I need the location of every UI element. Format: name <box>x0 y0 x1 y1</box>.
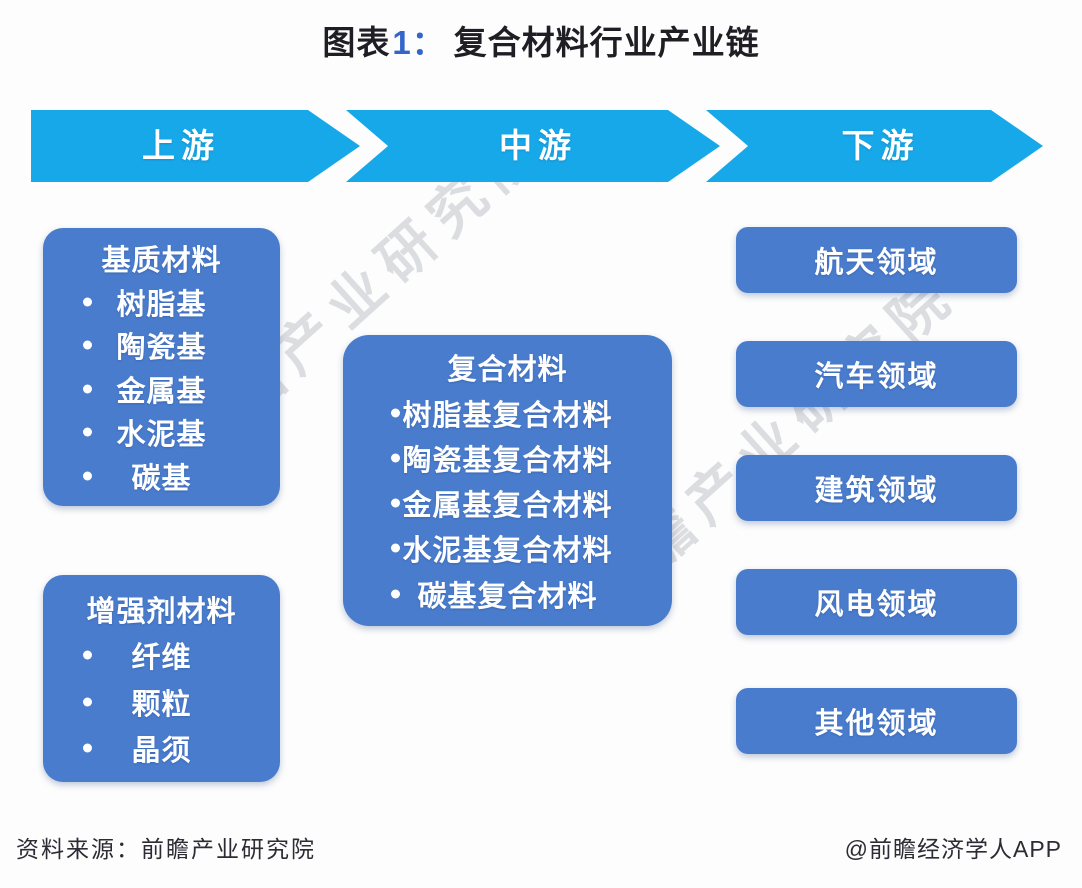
bullet-icon <box>83 471 92 481</box>
bullet-icon <box>83 697 92 707</box>
list-item-label: 纤维 <box>131 642 192 675</box>
list-item-label: 碳基复合材料 <box>417 580 598 613</box>
list-item: 颗粒 <box>43 681 280 723</box>
list-item-label: 金属基复合材料 <box>402 490 613 523</box>
downstream-box-other: 其他领域 <box>736 688 1017 754</box>
stage-label-midstream: 中游 <box>499 127 577 164</box>
reinforcement-materials-box: 增强剂材料 纤维 颗粒 晶须 <box>43 575 280 782</box>
list-item: 碳基 <box>43 455 280 497</box>
list-item: 纤维 <box>43 634 280 676</box>
composite-materials-box: 复合材料 树脂基复合材料 陶瓷基复合材料 金属基复合材料 水泥基复合材料 碳基复… <box>343 335 672 626</box>
stage-arrows <box>31 110 1043 182</box>
arrow-shape-downstream <box>706 110 1043 182</box>
list-item: 水泥基复合材料 <box>343 527 672 569</box>
title-text: 复合材料行业产业链 <box>453 24 760 61</box>
downstream-box-label: 风电领域 <box>814 589 939 621</box>
bullet-icon <box>391 453 400 463</box>
list-item-label: 陶瓷基 <box>116 332 207 365</box>
stage-label-upstream: 上游 <box>142 127 220 164</box>
bullet-icon <box>83 650 92 660</box>
data-source-text: 资料来源：前瞻产业研究院 <box>16 836 316 862</box>
arrow-shape-upstream <box>31 110 360 182</box>
list-item-label: 水泥基复合材料 <box>402 535 613 568</box>
downstream-box-aerospace: 航天领域 <box>736 227 1017 293</box>
stage-label-downstream: 下游 <box>841 127 920 164</box>
bullet-icon <box>83 297 92 307</box>
list-item-label: 颗粒 <box>131 688 192 721</box>
downstream-box-automotive: 汽车领域 <box>736 341 1017 407</box>
list-item: 金属基复合材料 <box>343 482 672 524</box>
list-item-label: 金属基 <box>116 375 207 408</box>
bullet-icon <box>83 743 92 753</box>
list-item-label: 碳基 <box>131 462 192 495</box>
list-item: 树脂基复合材料 <box>343 392 672 434</box>
page-title: 图表1：复合材料行业产业链 <box>0 16 1082 64</box>
box-header: 复合材料 <box>447 354 568 387</box>
downstream-box-label: 其他领域 <box>814 708 939 740</box>
title-number: 1： <box>392 24 446 61</box>
bullet-icon <box>83 384 92 394</box>
downstream-box-windpower: 风电领域 <box>736 569 1017 635</box>
bullet-icon <box>391 589 400 599</box>
bullet-icon <box>391 543 400 553</box>
list-item: 晶须 <box>43 727 280 769</box>
box-header: 增强剂材料 <box>86 595 237 628</box>
list-item-label: 晶须 <box>131 735 192 768</box>
list-item: 陶瓷基复合材料 <box>343 437 672 479</box>
list-item-label: 树脂基 <box>116 288 207 321</box>
bullet-icon <box>391 408 400 418</box>
list-item: 树脂基 <box>43 281 280 323</box>
downstream-box-construction: 建筑领域 <box>736 455 1017 521</box>
downstream-box-label: 航天领域 <box>814 247 939 279</box>
list-item-label: 水泥基 <box>116 419 207 452</box>
matrix-materials-box: 基质材料 树脂基 陶瓷基 金属基 水泥基 碳基 <box>43 228 280 506</box>
downstream-box-label: 汽车领域 <box>814 361 939 393</box>
bullet-icon <box>391 498 400 508</box>
title-prefix: 图表 <box>322 24 391 61</box>
list-item: 陶瓷基 <box>43 324 280 366</box>
list-item: 碳基复合材料 <box>343 573 672 615</box>
bullet-icon <box>83 340 92 350</box>
list-item-label: 树脂基复合材料 <box>402 399 613 432</box>
app-credit-text: @前瞻经济学人APP <box>844 836 1062 862</box>
downstream-box-label: 建筑领域 <box>814 475 939 507</box>
bullet-icon <box>83 427 92 437</box>
box-header: 基质材料 <box>101 245 222 278</box>
arrow-shape-midstream <box>346 110 720 182</box>
list-item: 金属基 <box>43 368 280 410</box>
list-item-label: 陶瓷基复合材料 <box>402 444 613 477</box>
list-item: 水泥基 <box>43 411 280 453</box>
